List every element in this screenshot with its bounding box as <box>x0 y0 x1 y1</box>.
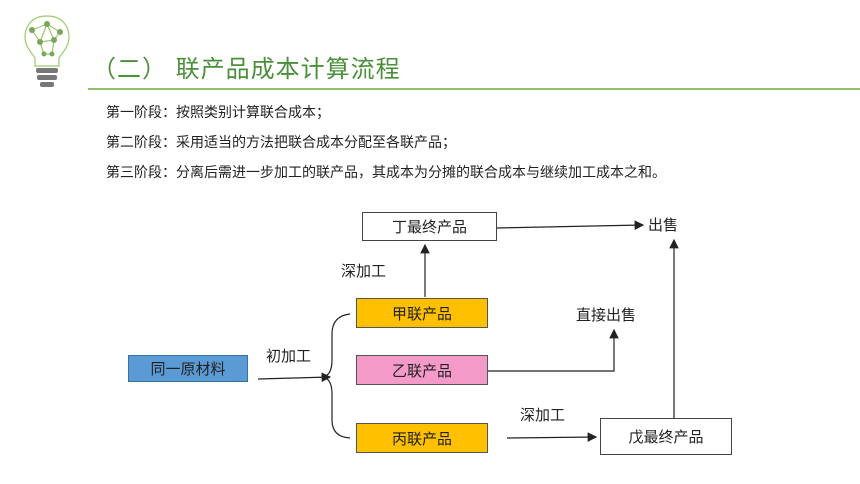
product-c-box: 丙联产品 <box>356 423 488 453</box>
deep-processing-bottom-label: 深加工 <box>520 406 566 424</box>
arrow-raw-to-brace <box>257 372 332 383</box>
deep-processing-top-label: 深加工 <box>341 262 387 280</box>
final-product-e-label: 戊最终产品 <box>628 428 704 446</box>
final-product-d-label: 丁最终产品 <box>391 218 467 236</box>
product-a-box: 甲联产品 <box>356 298 488 328</box>
stage-3-text: 第三阶段：分离后需进一步加工的联产品，其成本为分摊的联合成本与继续加工成本之和。 <box>106 165 666 181</box>
sale-label: 出售 <box>648 216 679 234</box>
product-c-label: 丙联产品 <box>391 429 452 448</box>
direct-sale-label: 直接出售 <box>576 306 637 324</box>
final-product-d-box: 丁最终产品 <box>362 212 497 241</box>
product-b-label: 乙联产品 <box>391 361 452 380</box>
title-divider <box>88 88 860 90</box>
initial-processing-label: 初加工 <box>266 347 312 365</box>
lightbulb-network-icon <box>24 15 70 87</box>
raw-material-label: 同一原材料 <box>150 360 226 378</box>
brace <box>321 313 351 439</box>
raw-material-box: 同一原材料 <box>128 355 248 382</box>
arrow-c-to-e <box>506 432 598 442</box>
arrow-d-to-sale <box>496 220 645 230</box>
stage-2-text: 第二阶段：采用适当的方法把联合成本分配至各联产品； <box>106 135 456 151</box>
final-product-e-box: 戊最终产品 <box>600 418 732 455</box>
arrow-b-to-direct-sale <box>488 328 619 372</box>
product-a-label: 甲联产品 <box>391 304 452 323</box>
product-b-box: 乙联产品 <box>356 355 488 385</box>
page-title: （二） 联产品成本计算流程 <box>92 55 401 83</box>
stage-1-text: 第一阶段：按照类别计算联合成本； <box>106 105 330 121</box>
